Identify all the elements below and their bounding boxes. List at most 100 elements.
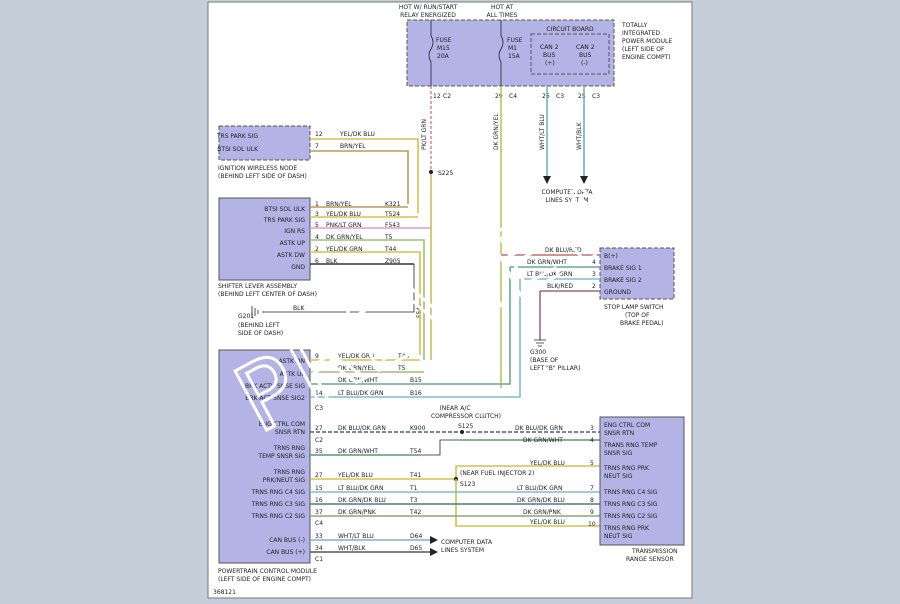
ignition-node-title: IGNITION WIRELESS NODE [218,165,297,172]
pcm-circuit-8: T3 [409,497,418,504]
tipm-title-2: INTEGRATED [622,30,660,37]
pcm-conn-c1: C1 [315,556,323,563]
ign-pin-name-1: BTSI SOL ULK [217,146,259,153]
ignition-node-box [218,125,311,161]
hot-run-label: HOT W/ RUN/START [399,4,458,11]
powertrain-control-module: ASTK DN ASTK UP BRK ACTV SNSE SIG BRK AC… [218,349,317,583]
pcm-color-5: DK GRN/WHT [338,448,378,455]
splice-s225-label: S225 [438,170,453,177]
fuse-bus-lines [430,20,502,86]
figure-id: 368121 [213,589,236,596]
g201-id: G201 [238,313,254,320]
wire-sh-astk-dn [310,251,421,355]
trs-title-2: RANGE SENSOR [626,556,674,563]
trs-no-0: 3 [590,425,594,432]
pcm-circuit-2: B15 [410,377,422,384]
pcm-name-5: TRNS RNG [273,445,306,452]
sh-circuit-4: T44 [384,246,396,253]
pcm-no-0: 9 [315,353,319,360]
trs-name-1b: SNSR SIG [604,450,633,457]
ign-pin-name-0: TRS PARK SIG [216,133,258,140]
wire-label-wht-blk: WHT/BLK [576,121,583,150]
stop-lamp-title: STOP LAMP SWITCH [604,304,664,311]
ign-pin-color-0: YEL/DK BLU [339,131,375,138]
wire-ground-run [262,264,415,313]
sh-name-5: ASTK DW [277,252,305,259]
ignition-node: TRS PARK SIG BTSI SOL ULK 12 7 YEL/DK BL… [216,125,375,180]
ground-g300-icon [534,339,546,347]
tipm-conn-d: C3 [592,93,600,100]
can2-minus-bus: BUS [579,52,592,59]
trs-no-1: 4 [590,437,594,444]
pcm-color-8: DK GRN/DK BLU [338,497,386,504]
wire-pcm-brk1 [310,267,511,385]
pcm-color-3: LT BLU/DK GRN [338,390,383,397]
pcm-title: POWERTRAIN CONTROL MODULE [218,568,317,575]
wire-pcm-temp [310,439,600,456]
tipm-title-1: TOTALLY [621,22,648,29]
trs-color-2: YEL/DK BLU [529,460,565,467]
pcm-name-6: TRNS RNG [273,469,306,476]
tipm-pin-c: 26 [542,93,550,100]
sh-no-5: 6 [315,258,319,265]
trs-no-6: 10 [588,521,596,528]
g300-id: G300 [530,349,546,356]
g201-loc-2: SIDE OF DASH) [238,330,283,337]
pcm-no-8: 16 [315,497,323,504]
pcm-no-10: 33 [315,533,323,540]
trs-name-0: ENG CTRL COM [604,422,650,429]
pcm-name-9: TRNS RNG C2 SIG [251,513,306,520]
sh-circuit-2: F543 [385,222,400,229]
trs-no-3: 7 [590,485,594,492]
pcm-wiring-labels: 9 14 C3 27 C2 35 27 15 16 37 C4 33 34 C1… [315,353,426,563]
ign-pin-no-1: 7 [315,143,319,150]
cds-top-label-1: COMPUTER DATA [541,189,593,196]
sl-no-2: 3 [592,271,596,278]
g300-loc-2: LEFT "B" PILLAR) [530,365,580,372]
transmission-range-sensor: ENG CTRL COM SNSR RTN TRANS RNG TEMP SNS… [599,416,685,563]
tipm-pin-b: 29 [495,93,503,100]
sh-color-1: YEL/DK BLU [325,211,361,218]
wire-sl-ground [539,290,600,340]
ac-note-2: COMPRESSOR CLUTCH) [431,413,501,420]
can2-minus-sign: (-) [581,60,588,67]
sh-circuit-3: T5 [384,234,393,241]
stop-lamp-switch: B(+) BRAKE SIG 1 BRAKE SIG 2 GROUND 4 3 … [527,247,675,327]
pcm-color-1: DK GRN/YEL [338,365,375,372]
sl-name-3: GROUND [604,289,631,296]
pcm-conn-c2: C2 [315,437,323,444]
pcm-name-5b: TEMP SNSR SIG [257,453,305,460]
sl-name-0: B(+) [604,253,618,260]
cds-top-arrows [543,176,588,184]
cds-bottom-arrows [430,536,438,556]
pcm-no-3: 14 [315,390,323,397]
wire-ign-trs-park [310,138,419,213]
g300-loc-1: (BASE OF [530,357,559,364]
sh-color-3: DK GRN/YEL [326,234,363,241]
fuse-a-amp: 20A [437,53,450,60]
splice-s125-dot [460,430,464,434]
sh-no-3: 4 [315,234,319,241]
pcm-circuit-10: D64 [410,533,422,540]
stop-lamp-box [599,247,675,300]
pcm-name-0: ASTK DN [278,358,305,365]
sh-color-4: YEL/DK GRN [325,246,363,253]
pcm-no-9: 37 [315,509,323,516]
pcm-color-11: WHT/BLK [338,545,367,552]
g201-loc-1: (BEHIND LEFT [238,322,280,329]
sl-name-1: BRAKE SIG 1 [604,265,642,272]
trs-color-4: DK GRN/DK BLU [517,497,565,504]
tipm-conn-a: C2 [443,93,451,100]
sh-circuit-5: Z905 [385,258,401,265]
trs-color-5: DK GRN/PNK [523,509,562,516]
trs-box [599,416,685,546]
tipm-title-4: (LEFT SIDE OF [622,46,665,53]
pcm-color-9: DK GRN/PNK [338,509,377,516]
can2-plus-bus: BUS [543,52,556,59]
wire-pcm-temp-jog [420,439,460,456]
relay-energized-label: RELAY ENERGIZED [400,12,456,19]
ground-g201: BLK G201 (BEHIND LEFT SIDE OF DASH) [238,305,305,337]
fuse-a-id: M15 [437,45,450,52]
sl-color-0: DK BLU/RED [545,247,582,254]
